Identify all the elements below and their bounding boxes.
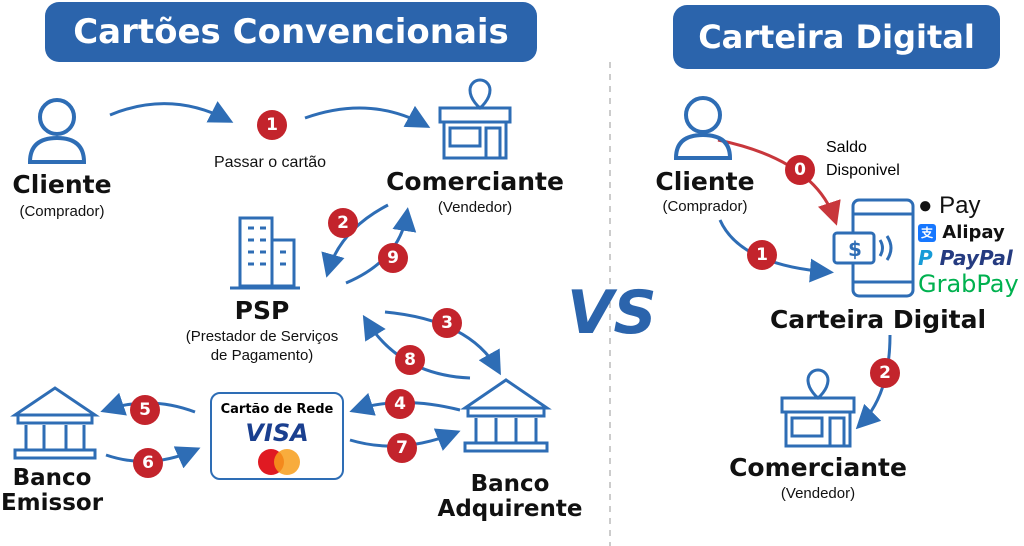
step-badge-7: 7 — [387, 433, 417, 463]
bank-icon-adquirente — [460, 378, 552, 453]
step-badge-8: 8 — [395, 345, 425, 375]
svg-text:$: $ — [848, 237, 862, 261]
card-network-box: Cartão de Rede VISA — [210, 392, 344, 480]
step-badge-1: 1 — [257, 110, 287, 140]
step-badge-2: 2 — [328, 208, 358, 238]
alipay-icon: 支 — [918, 224, 936, 242]
apple-icon: ● — [918, 192, 933, 219]
step-badge-6: 6 — [133, 448, 163, 478]
paypal-icon: P — [918, 246, 933, 270]
person-icon — [27, 98, 87, 164]
cliente-right-label: Cliente — [655, 167, 755, 196]
comerciante-right-sub: (Vendedor) — [780, 485, 856, 502]
step-badge-5: 5 — [130, 395, 160, 425]
comerciante-right-label: Comerciante — [729, 453, 907, 482]
building-icon — [230, 216, 300, 290]
apple-pay-text: Pay — [932, 192, 981, 219]
saldo-line1: Saldo — [826, 139, 867, 156]
comerciante-sub: (Vendedor) — [437, 199, 513, 216]
banco-emissor-line1: Banco — [12, 465, 92, 491]
alipay-text: Alipay — [942, 222, 1005, 243]
bank-icon-emissor — [10, 386, 100, 460]
comerciante-label: Comerciante — [386, 167, 564, 196]
psp-sub1: (Prestador de Serviços — [185, 328, 339, 345]
psp-label: PSP — [234, 296, 290, 325]
paypal-logo: P PayPal — [918, 246, 1013, 270]
step-badge-2-right: 2 — [870, 358, 900, 388]
shop-icon — [438, 78, 512, 160]
vs-label: VS — [567, 278, 657, 348]
banco-adquirente-line1: Banco — [470, 471, 550, 497]
step-badge-0-right: 0 — [785, 155, 815, 185]
step1-text: Passar o cartão — [213, 154, 327, 171]
cliente-label: Cliente — [12, 170, 112, 199]
grabpay-logo: GrabPay — [918, 270, 1019, 298]
mastercard-logo — [212, 447, 342, 477]
cliente-sub: (Comprador) — [19, 203, 105, 220]
visa-logo: VISA — [245, 419, 309, 447]
psp-sub2: de Pagamento) — [210, 347, 314, 364]
step-badge-1-right: 1 — [747, 240, 777, 270]
title-carteira-digital: Carteira Digital — [673, 5, 1000, 69]
banco-adquirente-line2: Adquirente — [437, 496, 583, 522]
shop-icon-right — [780, 368, 856, 448]
alipay-logo: 支 Alipay — [918, 222, 1005, 243]
step-badge-3: 3 — [432, 308, 462, 338]
paypal-text: PayPal — [939, 246, 1013, 270]
carteira-digital-label: Carteira Digital — [769, 305, 987, 334]
cliente-right-sub: (Comprador) — [662, 198, 748, 215]
step-badge-4: 4 — [385, 389, 415, 419]
title-cartoes-convencionais: Cartões Convencionais — [45, 2, 537, 62]
saldo-line2: Disponivel — [826, 162, 900, 179]
banco-emissor-line2: Emissor — [0, 490, 104, 516]
step-badge-9: 9 — [378, 243, 408, 273]
wallet-phone-icon: $ — [832, 198, 915, 298]
person-icon-right — [673, 96, 733, 160]
apple-pay-logo: ● Pay — [918, 192, 981, 220]
card-network-title: Cartão de Rede — [220, 402, 334, 417]
